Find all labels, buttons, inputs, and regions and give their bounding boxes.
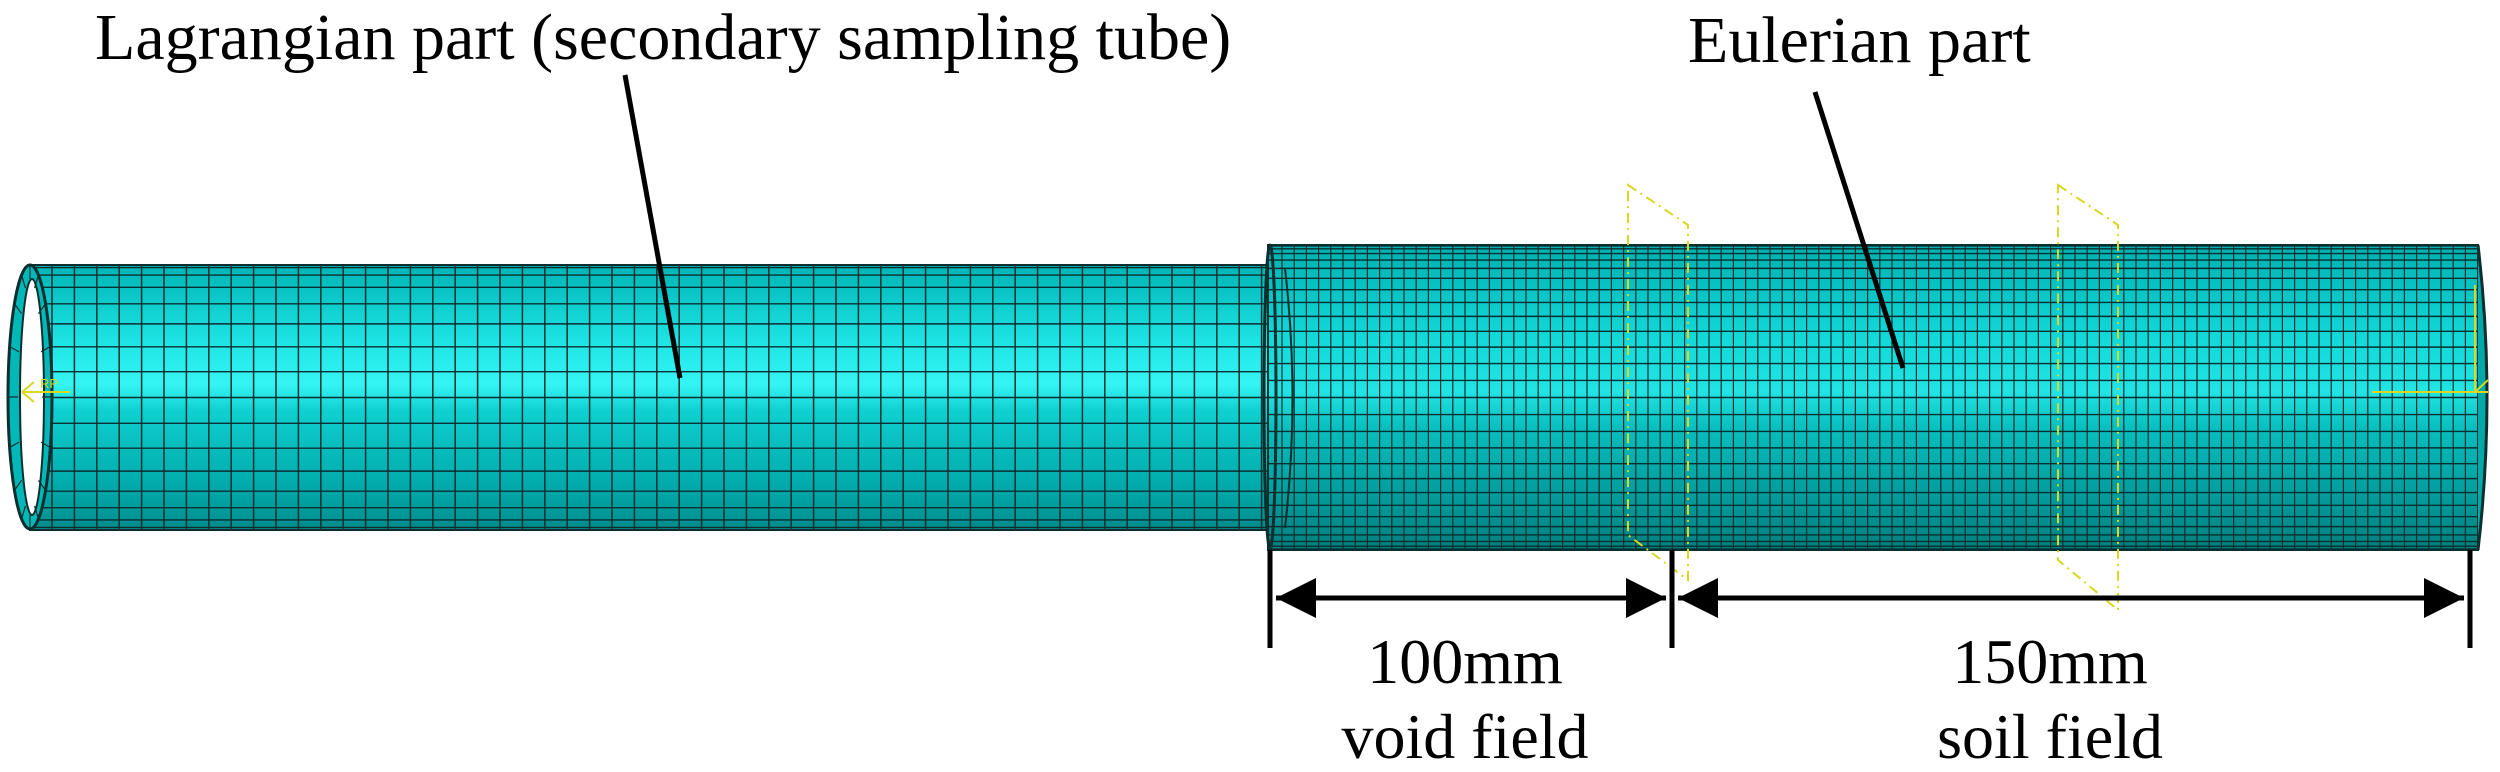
lagrangian-end-mesh-line [37, 480, 47, 491]
lagrangian-end-mesh-line [21, 274, 26, 289]
lagrangian-end-mesh-line [34, 274, 39, 289]
lagrangian-tube-inner-bore [19, 278, 45, 516]
lagrangian-end-mesh [8, 265, 52, 529]
eulerian-left-end [1262, 243, 1278, 551]
lagrangian-end-mesh-line [13, 480, 23, 491]
eulerian-mesh-horizontal-lines [1268, 245, 2478, 550]
soil-field-dimension-value: 150mm [1952, 626, 2148, 697]
reference-plane-2 [2057, 183, 2119, 613]
lagrangian-part-label: Lagrangian part (secondary sampling tube… [95, 1, 1232, 74]
lagrangian-end-mesh-line [21, 505, 26, 520]
soil-field-description: soil field [1937, 701, 2163, 772]
lagrangian-end-mesh-line [37, 303, 47, 314]
eulerian-leader-line [1812, 91, 1906, 369]
lagrangian-end-mesh-line [40, 345, 51, 353]
lagrangian-end-mesh-line [9, 441, 20, 449]
lagrangian-end-mesh-line [40, 441, 51, 449]
eulerian-right-end [2476, 244, 2489, 551]
coordinate-axis-icon [2372, 285, 2489, 393]
lagrangian-end-mesh-line [34, 505, 39, 520]
eulerian-cylinder [1262, 243, 2489, 551]
dimension-lines [1267, 550, 2473, 648]
coordinate-axis-icon: RP [21, 376, 70, 403]
lagrangian-mesh-horizontal-lines [30, 266, 1285, 529]
lagrangian-leader-line [622, 74, 683, 379]
tube-seam-at-junction [1284, 267, 1294, 529]
svg-text:RP: RP [40, 376, 58, 391]
lagrangian-tube [6, 263, 1286, 531]
lagrangian-end-mesh-line [13, 303, 23, 314]
lagrangian-end-mesh-line [9, 345, 20, 353]
void-field-dimension-value: 100mm [1367, 626, 1563, 697]
void-field-description: void field [1341, 701, 1589, 772]
eulerian-part-label: Eulerian part [1688, 4, 2031, 77]
